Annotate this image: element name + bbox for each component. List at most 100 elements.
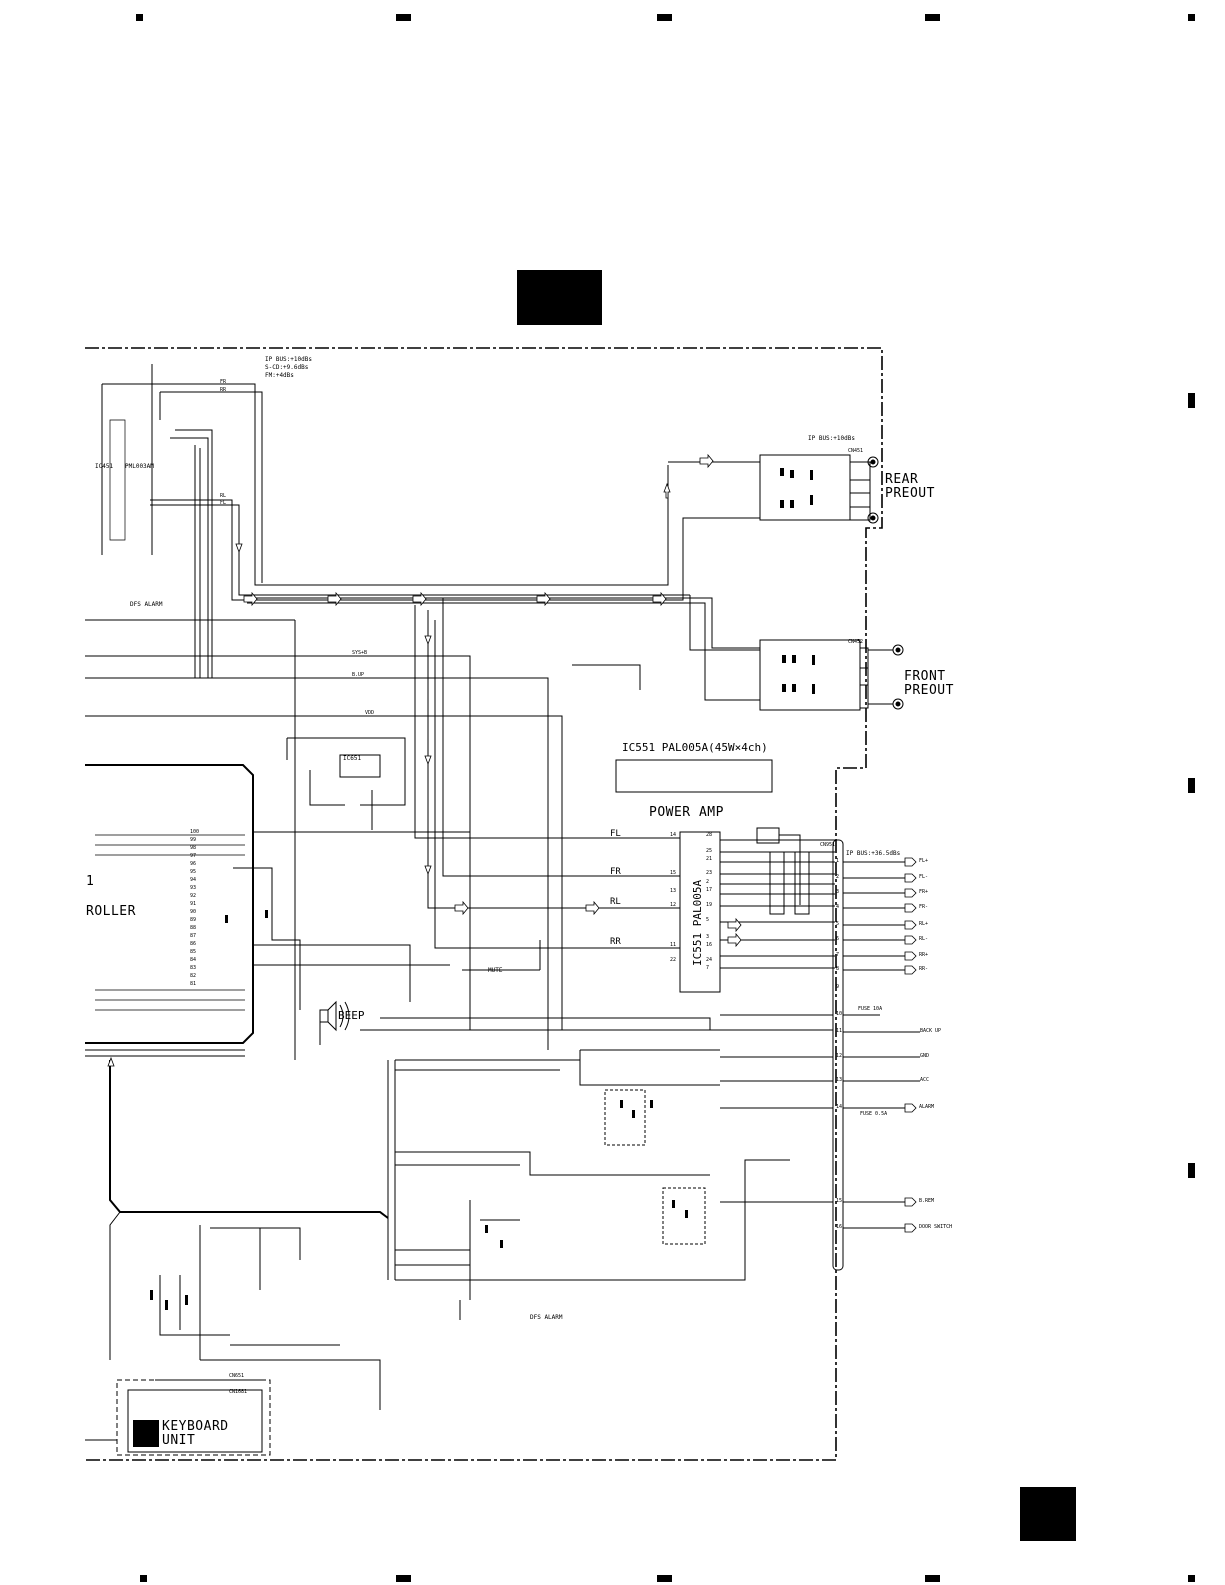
ctrl-pin-97: 97	[190, 853, 197, 859]
cn951-pin-9: 9	[836, 984, 840, 990]
power-gnd: GND	[920, 1053, 930, 1059]
ctrl-pin-83: 83	[190, 965, 197, 971]
ctrl-pin-92: 92	[190, 893, 197, 899]
ic551-title: IC551 PAL005A(45W×4ch)	[622, 741, 768, 754]
ic551-pin-11: 11	[670, 942, 677, 948]
power-acc: ACC	[920, 1077, 930, 1083]
ctrl-pin-86: 86	[190, 941, 197, 947]
ic551-pin-19: 19	[706, 902, 713, 908]
ic551-pin-5: 5	[706, 917, 710, 923]
connector-cn451: CN451	[848, 448, 864, 454]
ic551-pin-25: 25	[706, 848, 713, 854]
channel-fl: FL	[610, 829, 621, 839]
reg-mark-bottom-4	[925, 1575, 940, 1582]
front-preout-line-2: PREOUT	[904, 683, 954, 698]
reg-mark-side-3	[1188, 1163, 1195, 1178]
beep-label: BEEP	[338, 1009, 365, 1022]
ctrl-pin-90: 90	[190, 909, 197, 915]
ip-bus-rear: IP BUS:+10dBs	[808, 435, 855, 442]
top-signal-rl: RL	[220, 493, 227, 499]
ic551-pin-15: 15	[670, 870, 677, 876]
reg-mark-top-5	[1188, 14, 1195, 21]
rail-vdd: VDD	[365, 710, 375, 716]
keyboard-unit-line-2: UNIT	[162, 1433, 196, 1448]
keyboard-unit-marker	[133, 1420, 159, 1447]
reg-mark-bottom-1	[140, 1575, 147, 1582]
keyboard-unit-line-1: KEYBOARD	[162, 1419, 229, 1434]
channel-rl: RL	[610, 897, 621, 907]
ic551-pin-23: 23	[706, 870, 713, 876]
output-fr-plus: FR+	[919, 889, 929, 895]
ic551-pin-28: 28	[706, 832, 713, 838]
cn951-pin-6: 6	[836, 936, 840, 942]
ctrl-pin-94: 94	[190, 877, 197, 883]
controller-digit: 1	[86, 874, 95, 889]
page-corner-block	[1020, 1487, 1076, 1541]
connector-cn651: CN651	[229, 1373, 245, 1379]
reg-mark-side-1	[1188, 393, 1195, 408]
ip-bus-main-line-2: S-CD:+9.6dBs	[265, 364, 309, 371]
channel-fr: FR	[610, 867, 621, 877]
reg-mark-top-3	[657, 14, 672, 21]
ic551-pin-21: 21	[706, 856, 713, 862]
cn951-pin-1: 1	[836, 858, 840, 864]
reg-mark-top-2	[396, 14, 411, 21]
ctrl-pin-91: 91	[190, 901, 197, 907]
ic651-ref: IC651	[343, 755, 362, 762]
ic551-pin-13: 13	[670, 888, 677, 894]
output-rr-plus: RR+	[919, 952, 929, 958]
output-fl-minus: FL-	[919, 874, 929, 880]
connector-cn951: CN951	[820, 842, 836, 848]
ctrl-pin-100: 100	[190, 829, 200, 835]
cn951-pin-15: 15	[836, 1198, 843, 1204]
rail-b-up: B.UP	[352, 672, 365, 678]
ip-bus-speaker: IP BUS:+36.5dBs	[846, 850, 901, 857]
cn951-pin-8: 8	[836, 966, 840, 972]
ctrl-pin-95: 95	[190, 869, 197, 875]
cn951-pin-3: 3	[836, 889, 840, 895]
ctrl-pin-93: 93	[190, 885, 197, 891]
cn951-pin-2: 2	[836, 874, 840, 880]
fuse-alarm: FUSE 0.5A	[860, 1111, 888, 1117]
board-outline	[85, 347, 883, 1461]
cn951-pin-5: 5	[836, 921, 840, 927]
ctrl-pin-82: 82	[190, 973, 197, 979]
connector-cn452: CN452	[848, 639, 864, 645]
ic551-pin-17: 17	[706, 887, 713, 893]
cn951-pin-13: 13	[836, 1077, 843, 1083]
dfs-alarm-top: DFS ALARM	[130, 601, 163, 608]
ctrl-pin-98: 98	[190, 845, 197, 851]
front-preout-line-1: FRONT	[904, 669, 946, 684]
connector-cn1681: CN1681	[229, 1389, 248, 1395]
ip-bus-main-line-3: FM:+4dBs	[265, 372, 294, 379]
ic551-pin-22: 22	[670, 957, 677, 963]
rail-sys-b: SYS+B	[352, 650, 368, 656]
ic551-pin-7: 7	[706, 965, 710, 971]
power-back-up: BACK UP	[920, 1028, 942, 1034]
ctrl-pin-88: 88	[190, 925, 197, 931]
power-door-switch: DOOR SWITCH	[919, 1224, 953, 1230]
ctrl-pin-87: 87	[190, 933, 197, 939]
ic551-body-label: IC551 PAL005A	[691, 879, 704, 966]
ic551-pin-2: 2	[706, 879, 710, 885]
dfs-alarm-bottom: DFS ALARM	[530, 1314, 563, 1321]
ctrl-pin-89: 89	[190, 917, 197, 923]
ic551-pin-24: 24	[706, 957, 713, 963]
rear-preout-line-1: REAR	[885, 472, 919, 487]
ic451-part: PML003AM	[125, 463, 154, 470]
ic551-pin-16: 16	[706, 942, 713, 948]
output-fr-minus: FR-	[919, 904, 929, 910]
fuse-main: FUSE 10A	[858, 1006, 883, 1012]
ctrl-pin-96: 96	[190, 861, 197, 867]
cn951-pin-12: 12	[836, 1053, 843, 1059]
channel-rr: RR	[610, 937, 621, 947]
reg-mark-top-4	[925, 14, 940, 21]
mute-label: MUTE	[488, 967, 503, 974]
top-signal-fl: FL	[220, 500, 227, 506]
ic551-caption: POWER AMP	[649, 805, 724, 820]
output-rl-minus: RL-	[919, 936, 929, 942]
reg-mark-bottom-5	[1188, 1575, 1195, 1582]
ctrl-pin-99: 99	[190, 837, 197, 843]
power-alarm: ALARM	[919, 1104, 935, 1110]
